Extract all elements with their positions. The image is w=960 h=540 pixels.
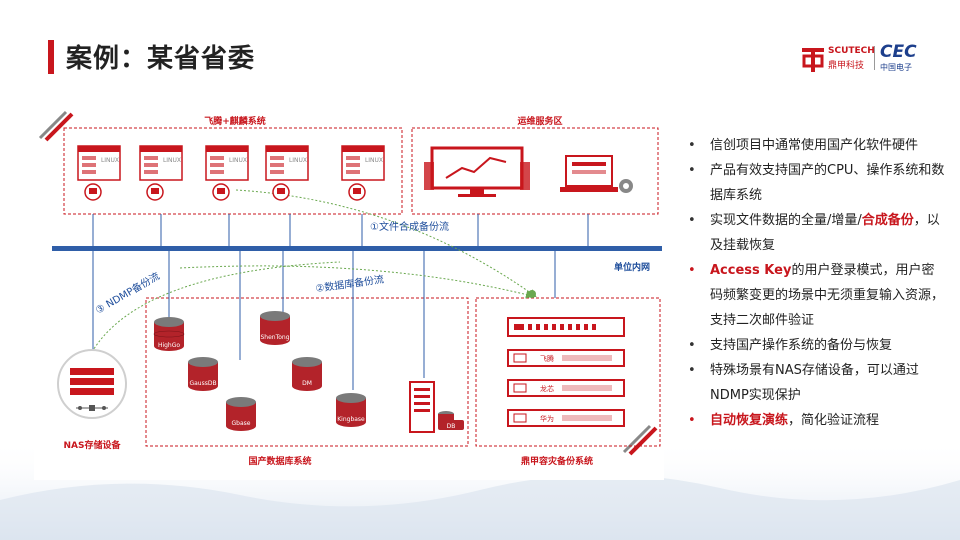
server-os-label-2: LINUX bbox=[163, 157, 181, 164]
backup-unit-label-loongson: 龙芯 bbox=[540, 384, 554, 393]
linux-server-3 bbox=[205, 145, 249, 201]
db-gaussdb bbox=[188, 357, 218, 391]
linux-server-2 bbox=[139, 145, 183, 201]
db-kingbase bbox=[336, 393, 366, 427]
laptop-settings-icon bbox=[560, 155, 633, 193]
corner-decoration-bottom-right bbox=[622, 424, 658, 456]
nas-storage-icon bbox=[57, 349, 127, 419]
db-label-kingbase: Kingbase bbox=[337, 416, 365, 423]
zone-label-network: 单位内网 bbox=[614, 261, 650, 273]
feature-bullet-text: 特殊场景有NAS存储设备，可以通过NDMP实现保护 bbox=[710, 363, 919, 403]
server-os-label-5: LINUX bbox=[365, 157, 383, 164]
feature-bullet-5: 支持国产操作系统的备份与恢复 bbox=[686, 333, 946, 358]
flow-db-arrow bbox=[179, 265, 534, 299]
corner-decoration-top-left bbox=[38, 110, 74, 142]
backup-unit-huawei bbox=[507, 409, 625, 427]
db-gbase bbox=[226, 397, 256, 431]
server-os-label-1: LINUX bbox=[101, 157, 119, 164]
backup-unit-loongson bbox=[507, 379, 625, 397]
feature-bullet-text: Access Key bbox=[710, 263, 792, 278]
feature-bullet-text: 支持国产操作系统的备份与恢复 bbox=[710, 338, 893, 353]
zone-label-feiteng: 飞腾+麒麟系统 bbox=[204, 115, 266, 127]
company-logo bbox=[800, 42, 930, 76]
db-label-dm: DM bbox=[302, 380, 312, 387]
feature-bullet-text: ，简化验证流程 bbox=[788, 413, 880, 428]
backup-unit-main bbox=[507, 317, 625, 337]
zone-db bbox=[145, 297, 469, 447]
server-os-label-4: LINUX bbox=[289, 157, 307, 164]
zone-label-backup: 鼎甲容灾备份系统 bbox=[521, 455, 593, 467]
db-label-gbase: Gbase bbox=[232, 420, 251, 427]
linux-server-5 bbox=[341, 145, 385, 201]
db-label-shentong: ShenTong bbox=[260, 334, 289, 341]
db-server-tower-icon bbox=[409, 381, 464, 433]
backup-unit-feiteng bbox=[507, 349, 625, 367]
feature-bullet-text: 的用户登录模式，用户密码频繁变更的场景中无须重复输入资源，支持二次邮件验证 bbox=[710, 263, 945, 328]
feature-bullet-6: 特殊场景有NAS存储设备，可以通过NDMP实现保护 bbox=[686, 358, 946, 408]
logo-divider bbox=[874, 46, 875, 70]
feature-bullet-2: 产品有效支持国产的CPU、操作系统和数据库系统 bbox=[686, 158, 946, 208]
feature-bullet-7: 自动恢复演练，简化验证流程 bbox=[686, 408, 946, 433]
feature-bullet-text: 产品有效支持国产的CPU、操作系统和数据库系统 bbox=[710, 163, 945, 203]
db-dm bbox=[292, 357, 322, 391]
title-accent-bar bbox=[48, 40, 54, 74]
zone-ops bbox=[411, 127, 659, 215]
feature-bullet-text: 信创项目中通常使用国产化软件硬件 bbox=[710, 138, 919, 153]
zone-feiteng bbox=[63, 127, 403, 215]
scutech-logo-icon bbox=[802, 48, 824, 72]
network-connectors bbox=[92, 214, 589, 390]
zone-backup bbox=[475, 297, 661, 447]
feature-bullet-text: 自动恢复演练 bbox=[710, 413, 789, 428]
monitoring-dashboard-icon bbox=[424, 146, 530, 197]
linux-server-1 bbox=[77, 145, 121, 201]
feature-bullet-text: 合成备份 bbox=[861, 213, 914, 228]
backup-unit-label-feiteng: 飞腾 bbox=[540, 354, 554, 363]
db-shentong bbox=[260, 311, 290, 345]
logo-brand-en: SCUTECH bbox=[828, 46, 875, 56]
flow-label-file: ①文件合成备份流 bbox=[370, 220, 449, 233]
server-os-label-3: LINUX bbox=[229, 157, 247, 164]
feature-bullet-text: ，以及挂载恢复 bbox=[710, 213, 940, 253]
logo-partner-en: CEC bbox=[880, 42, 917, 62]
zone-label-nas: NAS存储设备 bbox=[64, 439, 122, 451]
backup-unit-label-huawei: 华为 bbox=[540, 414, 554, 423]
db-badge-label: DB bbox=[447, 423, 456, 430]
zone-label-ops: 运维服务区 bbox=[517, 115, 562, 127]
feature-bullet-list: 信创项目中通常使用国产化软件硬件产品有效支持国产的CPU、操作系统和数据库系统实… bbox=[686, 133, 946, 433]
zone-label-db: 国产数据库系统 bbox=[248, 455, 311, 467]
network-bus bbox=[52, 246, 662, 251]
flow-file-arrow bbox=[235, 189, 537, 298]
linux-server-group bbox=[77, 145, 385, 201]
logo-partner-cn: 中国电子 bbox=[880, 63, 912, 72]
feature-bullet-4: Access Key的用户登录模式，用户密码频繁变更的场景中无须重复输入资源，支… bbox=[686, 258, 946, 333]
db-highgo bbox=[153, 317, 185, 351]
flow-ndmp-arrow bbox=[91, 261, 341, 353]
flow-converge-point bbox=[528, 290, 536, 298]
page-title: 案例：某省省委 bbox=[66, 44, 256, 74]
db-cylinders bbox=[153, 311, 366, 431]
feature-bullet-3: 实现文件数据的全量/增量/合成备份，以及挂载恢复 bbox=[686, 208, 946, 258]
db-label-gaussdb: GaussDB bbox=[189, 380, 216, 387]
linux-server-4 bbox=[265, 145, 309, 201]
db-label-highgo: HighGo bbox=[158, 342, 180, 349]
feature-bullet-text: 实现文件数据的全量/增量/ bbox=[710, 213, 862, 228]
logo-brand-cn: 鼎甲科技 bbox=[828, 61, 865, 71]
feature-bullet-1: 信创项目中通常使用国产化软件硬件 bbox=[686, 133, 946, 158]
